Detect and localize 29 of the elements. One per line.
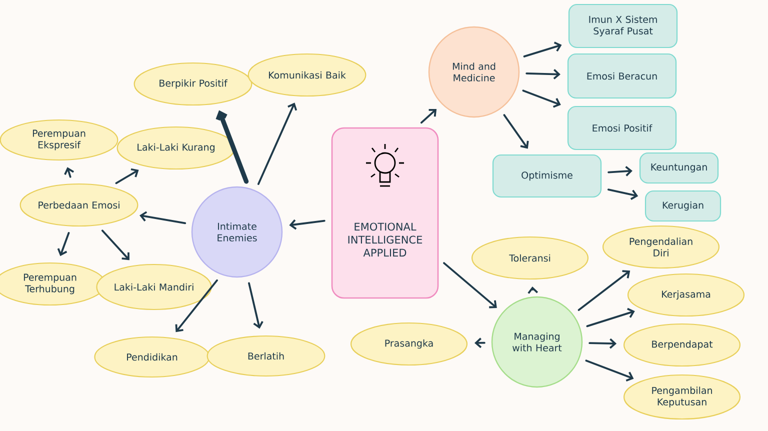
arrow <box>585 360 634 382</box>
idea-box: Keuntungan <box>639 152 719 184</box>
arrow <box>101 230 130 260</box>
arrow <box>57 232 70 256</box>
arrow <box>586 308 635 328</box>
arrow <box>607 188 638 200</box>
arrow <box>420 108 437 124</box>
idea-box: Imun X Sistem Syaraf Pusat <box>568 4 678 48</box>
arrow <box>578 270 630 311</box>
idea-box: Kerugian <box>644 190 722 222</box>
idea-box: Optimisme <box>492 154 602 198</box>
arrow <box>115 168 139 184</box>
idea-box: Emosi Beracun <box>567 53 677 99</box>
title-box: EMOTIONAL INTELLIGENCE APPLIED <box>331 127 439 299</box>
arrow <box>289 219 326 230</box>
arrow <box>522 90 561 108</box>
arrow <box>216 110 249 184</box>
arrow <box>64 167 74 178</box>
arrow <box>526 68 560 80</box>
arrow <box>175 279 218 332</box>
arrow <box>140 211 186 224</box>
idea-box: Emosi Positif <box>567 106 677 150</box>
arrow <box>588 338 617 349</box>
arrow <box>248 282 264 329</box>
arrow <box>523 42 562 58</box>
arrow <box>257 102 298 185</box>
arrow <box>443 262 497 308</box>
arrow <box>608 166 632 176</box>
arrow <box>503 114 529 149</box>
